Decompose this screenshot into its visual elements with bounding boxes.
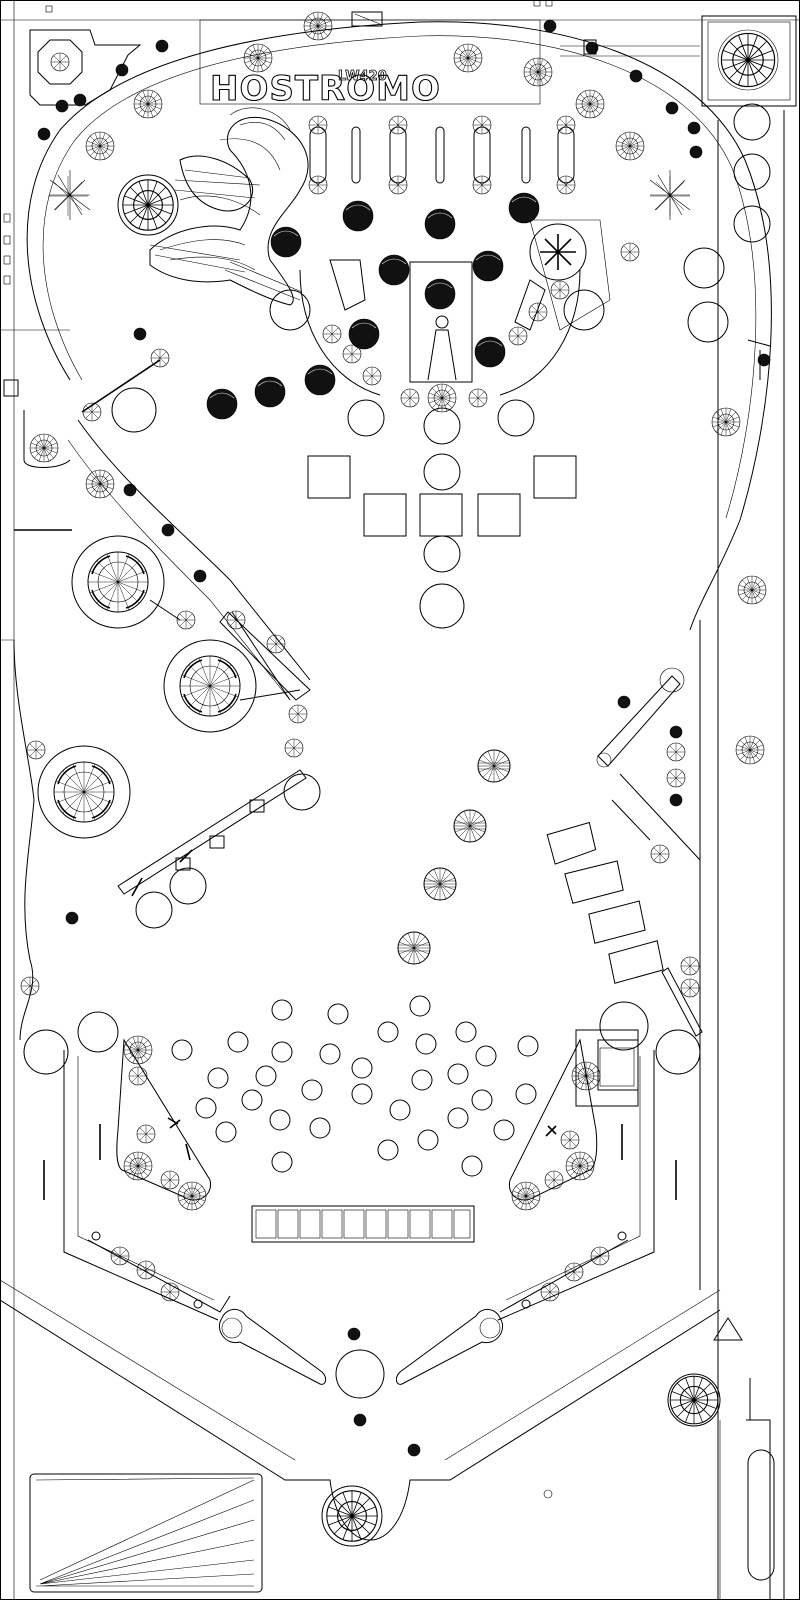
center-pop-chain xyxy=(397,749,511,965)
drop-target-bank xyxy=(251,1205,475,1243)
right-drop-targets xyxy=(546,407,767,998)
upper-right-pop xyxy=(329,219,640,331)
logo-subtext: LW420 xyxy=(338,69,387,84)
launch-arrow-icon xyxy=(713,1317,743,1341)
alien-figure-icon xyxy=(149,107,309,306)
bottom-insert-field xyxy=(23,995,701,1399)
logo-ramp: HOSTROMO LW420 xyxy=(199,11,553,110)
logo-text: HOSTROMO xyxy=(210,69,441,109)
top-right-kicker xyxy=(701,15,797,107)
inlane-guides xyxy=(43,1050,677,1321)
left-mini-ramp xyxy=(117,769,321,929)
left-pop-bumpers xyxy=(20,535,311,996)
compass-star-icon xyxy=(48,176,690,216)
drain-outhole xyxy=(321,1485,553,1547)
left-ramp xyxy=(14,348,311,701)
flippers xyxy=(218,1309,504,1385)
playfield-outline xyxy=(0,21,772,1541)
apron-card xyxy=(29,1473,263,1593)
shooter-lane xyxy=(667,1317,785,1600)
slingshots xyxy=(116,1029,639,1211)
right-mid-flipper xyxy=(596,667,703,1037)
top-left-scoop xyxy=(29,5,142,106)
upper-lanes xyxy=(308,115,576,195)
side-wall-details xyxy=(0,0,771,641)
center-inserts xyxy=(111,103,771,629)
